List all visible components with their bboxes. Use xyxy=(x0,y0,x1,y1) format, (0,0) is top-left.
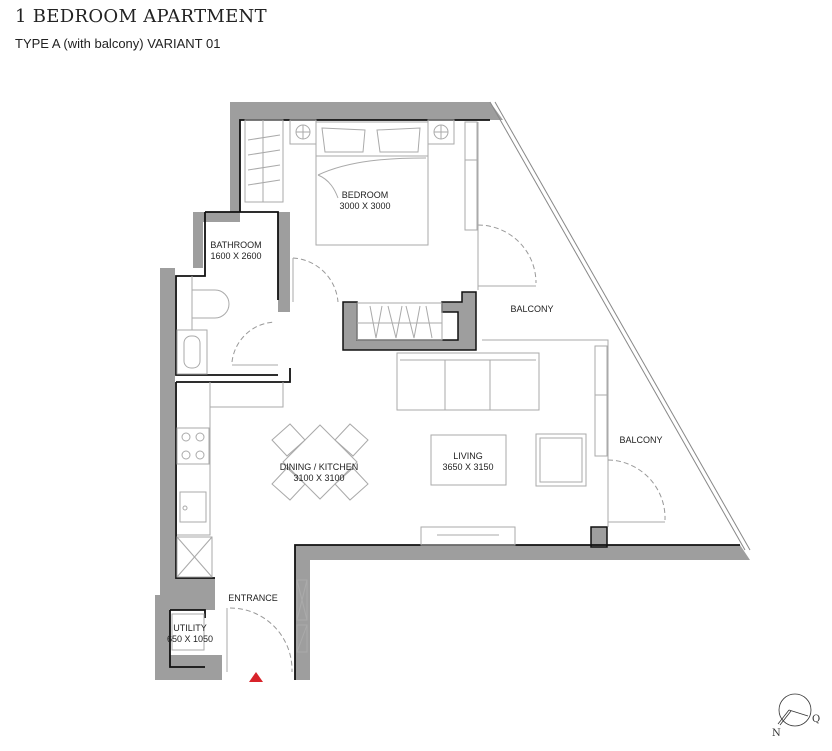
living-label: LIVING xyxy=(453,451,483,461)
utility-label: UTILITY xyxy=(173,623,207,633)
bathroom-size: 1600 X 2600 xyxy=(210,251,261,261)
living-size: 3650 X 3150 xyxy=(442,462,493,472)
entrance-area xyxy=(171,579,308,673)
bedroom-label: BEDROOM xyxy=(342,190,389,200)
plan-subtitle: TYPE A (with balcony) VARIANT 01 xyxy=(15,36,221,51)
compass-q-label: Q xyxy=(812,714,820,725)
dining-table xyxy=(271,423,369,501)
bedroom-size: 3000 X 3000 xyxy=(339,201,390,211)
dining-kitchen-label: DINING / KITCHEN xyxy=(280,462,359,472)
dining-kitchen-size: 3100 X 3100 xyxy=(293,473,344,483)
compass-north-label: N xyxy=(772,728,781,739)
compass-icon: N Q xyxy=(772,693,820,739)
kitchen-fixtures xyxy=(176,382,284,578)
plan-title: 1 BEDROOM APARTMENT xyxy=(15,6,267,27)
wall-outlines xyxy=(169,119,740,680)
entrance-label: ENTRANCE xyxy=(228,593,278,603)
living-furniture xyxy=(396,339,666,546)
wardrobe xyxy=(356,302,443,341)
bedroom-furniture xyxy=(244,119,537,290)
balcony-upper-label: BALCONY xyxy=(510,304,553,314)
entrance-marker-icon xyxy=(249,672,263,682)
balcony-railing xyxy=(489,101,751,551)
utility-size: 650 X 1050 xyxy=(167,634,213,644)
balcony-lower-label: BALCONY xyxy=(619,435,662,445)
bathroom-fixtures xyxy=(176,257,339,375)
bathroom-label: BATHROOM xyxy=(210,240,261,250)
